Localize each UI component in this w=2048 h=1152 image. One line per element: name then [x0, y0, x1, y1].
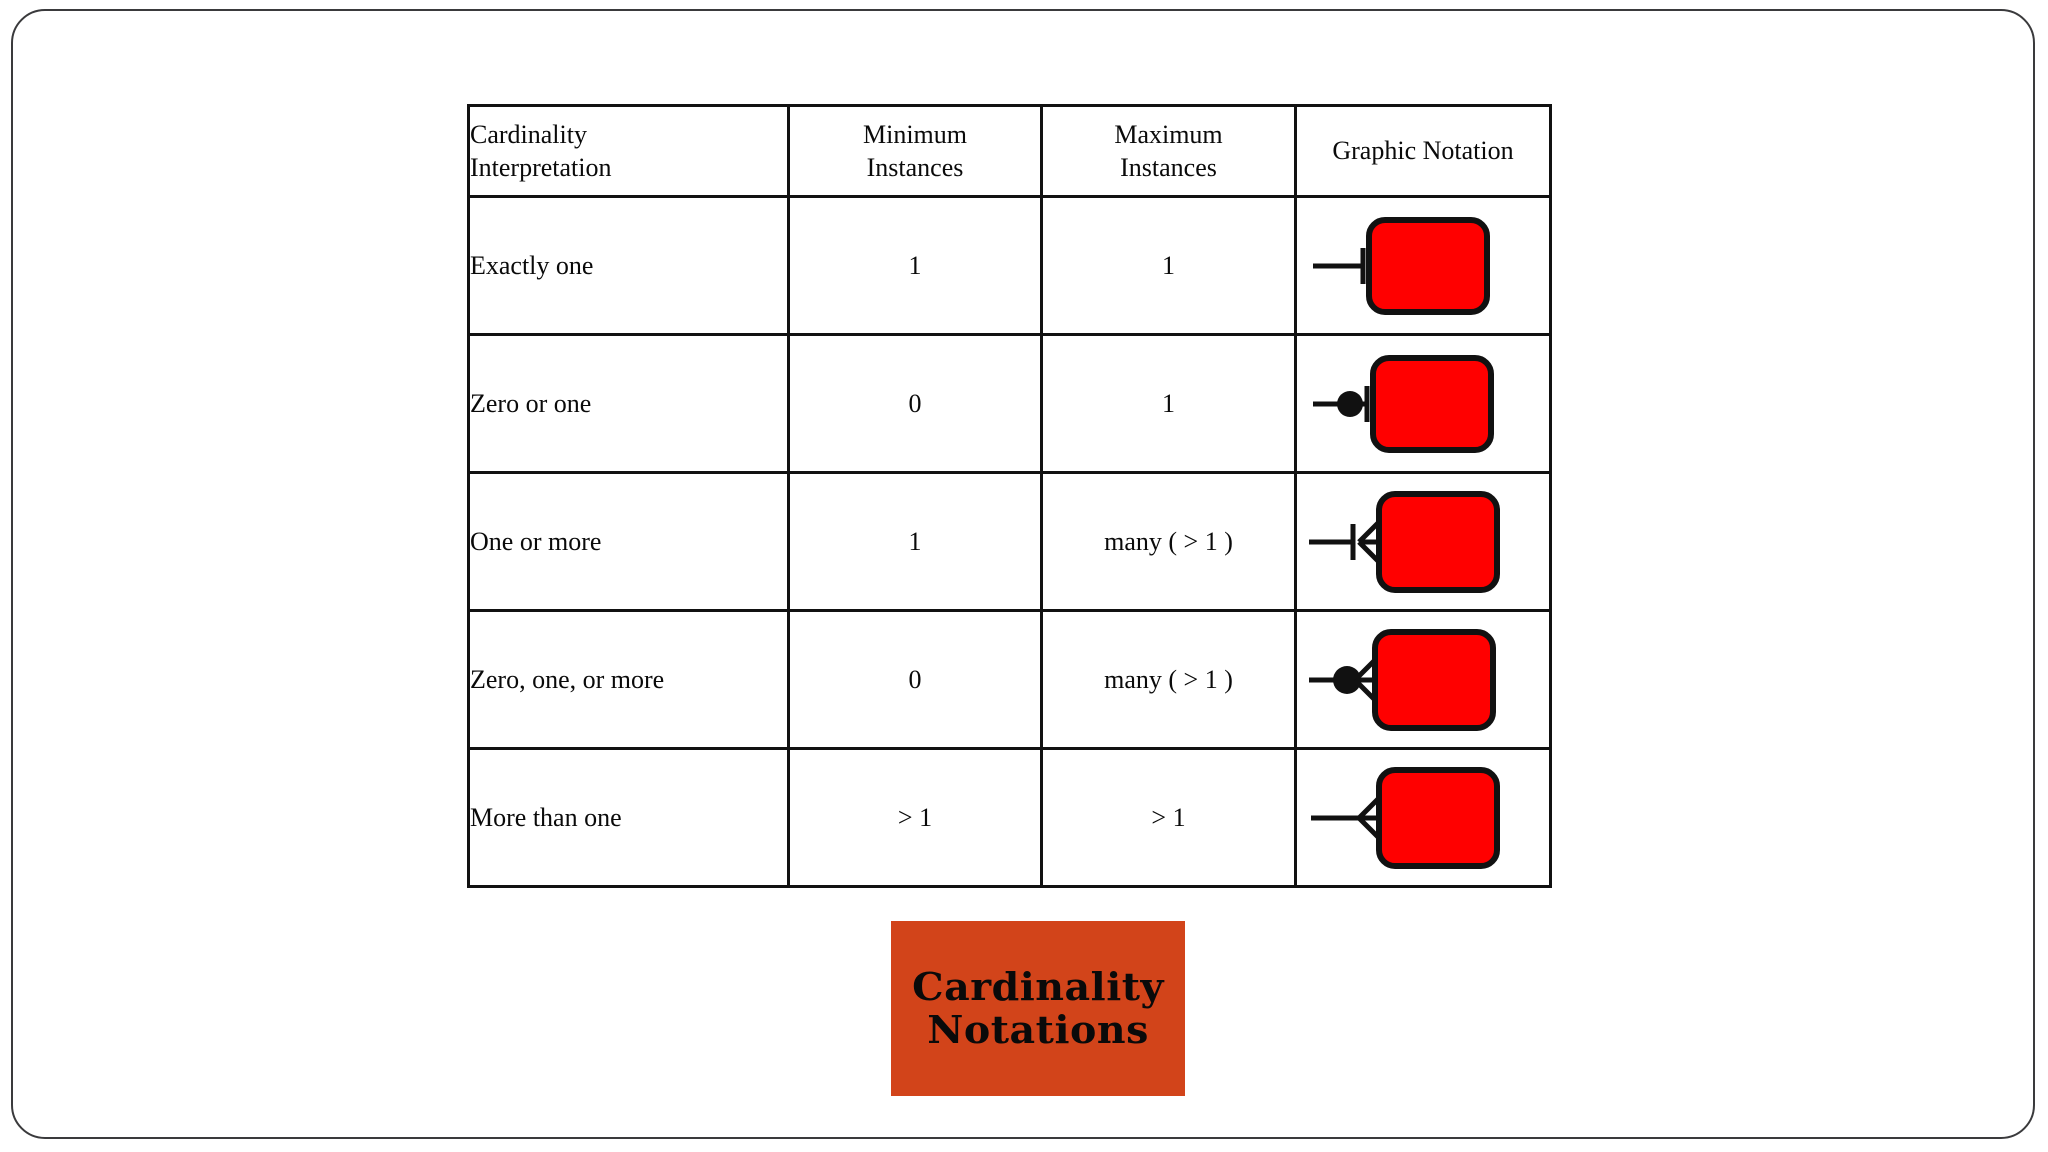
header-line-1: Maximum	[1114, 119, 1223, 149]
cell-minimum: > 1	[787, 747, 1043, 888]
table-row: Exactly one 1 1	[467, 195, 1552, 336]
notation-zero-or-one-icon	[1297, 338, 1549, 470]
column-header-minimum-instances: Minimum Instances	[787, 104, 1043, 198]
cell-interpretation: Zero or one	[467, 333, 790, 474]
cell-minimum: 0	[787, 333, 1043, 474]
notation-one-or-many-icon	[1297, 476, 1549, 608]
header-line-1: Minimum	[862, 119, 967, 149]
cell-minimum: 0	[787, 609, 1043, 750]
cell-minimum: 1	[787, 471, 1043, 612]
cell-maximum: many ( > 1 )	[1040, 609, 1297, 750]
table-row: Zero or one 0 1	[467, 333, 1552, 474]
column-header-cardinality-interpretation: Cardinality Interpretation	[467, 104, 790, 198]
cell-maximum: many ( > 1 )	[1040, 471, 1297, 612]
column-header-graphic-notation: Graphic Notation	[1294, 104, 1552, 198]
notation-zero-one-or-many-icon	[1297, 614, 1549, 746]
header-line-2: Instances	[866, 153, 964, 182]
table-body: Exactly one 1 1 Zero or one 0	[467, 195, 1552, 888]
cell-graphic-notation	[1294, 333, 1552, 474]
cell-graphic-notation	[1294, 195, 1552, 336]
cell-interpretation: Zero, one, or more	[467, 609, 790, 750]
notation-one-and-only-one-icon	[1297, 200, 1549, 332]
cell-graphic-notation	[1294, 747, 1552, 888]
cardinality-notation-table: Cardinality Interpretation Minimum Insta…	[467, 104, 1552, 888]
cell-minimum: 1	[787, 195, 1043, 336]
column-header-maximum-instances: Maximum Instances	[1040, 104, 1297, 198]
notation-many-icon	[1297, 752, 1549, 884]
cell-graphic-notation	[1294, 471, 1552, 612]
table-row: More than one > 1 > 1	[467, 747, 1552, 888]
header-line-2: Instances	[1120, 153, 1217, 182]
table-row: Zero, one, or more 0 many ( > 1 )	[467, 609, 1552, 750]
header-line-2: Interpretation	[470, 153, 612, 182]
cell-interpretation: Exactly one	[467, 195, 790, 336]
header-line-1: Graphic Notation	[1332, 136, 1514, 166]
cell-graphic-notation	[1294, 609, 1552, 750]
cell-maximum: 1	[1040, 333, 1297, 474]
table-row: One or more 1 many ( > 1 )	[467, 471, 1552, 612]
header-line-1: Cardinality	[470, 119, 587, 149]
cell-maximum: > 1	[1040, 747, 1297, 888]
caption-title: Cardinality Notations	[912, 963, 1164, 1052]
header-row: Cardinality Interpretation Minimum Insta…	[467, 104, 1552, 198]
cell-maximum: 1	[1040, 195, 1297, 336]
slide-frame: Cardinality Interpretation Minimum Insta…	[11, 9, 2035, 1139]
caption-banner: Cardinality Notations	[891, 921, 1185, 1096]
cell-interpretation: More than one	[467, 747, 790, 888]
cell-interpretation: One or more	[467, 471, 790, 612]
table-header: Cardinality Interpretation Minimum Insta…	[467, 104, 1552, 198]
